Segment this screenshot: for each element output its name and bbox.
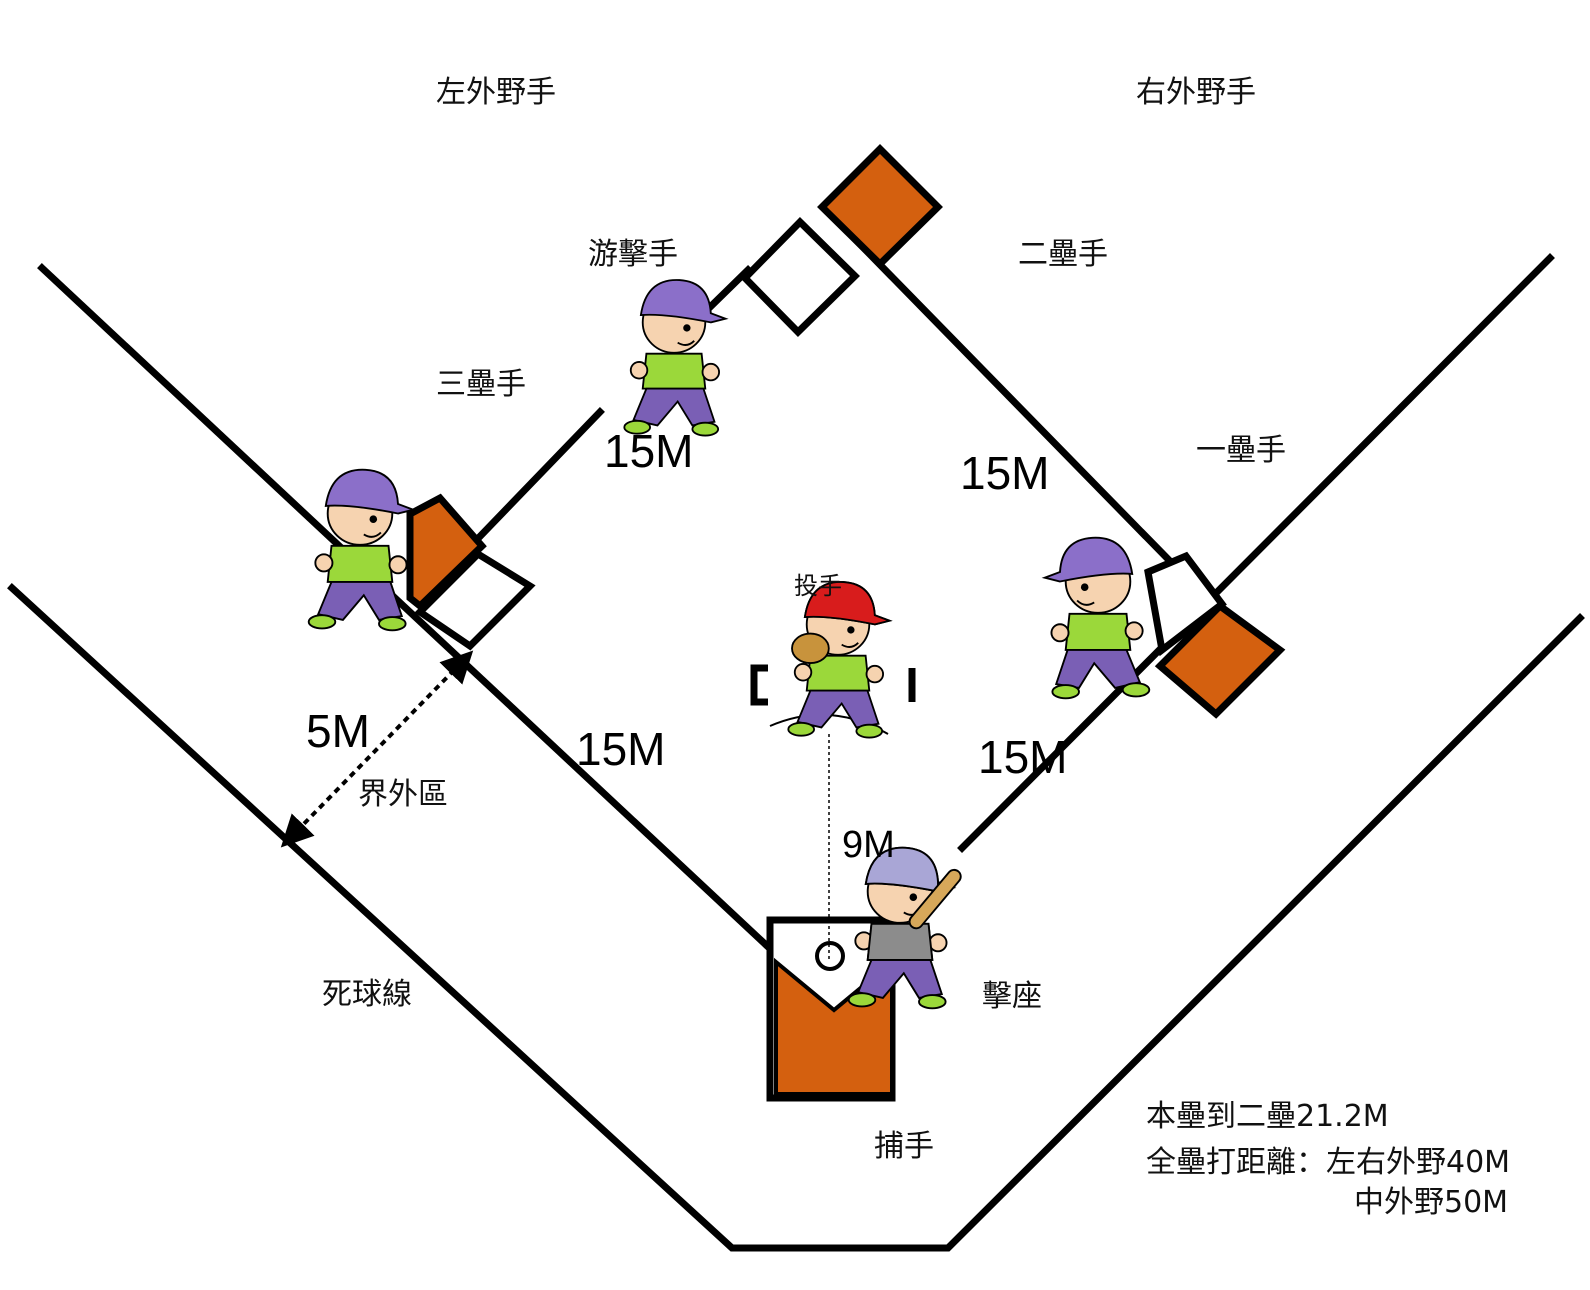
distance-first-second: 15M <box>960 447 1050 499</box>
first-base <box>1144 551 1286 719</box>
note-home-run-distance: 全壘打距離：左右外野40M <box>1146 1145 1511 1180</box>
second-baseman-label: 二壘手 <box>1018 237 1108 272</box>
batter-box-label: 擊座 <box>982 979 1042 1014</box>
right-fielder-label: 右外野手 <box>1136 75 1256 110</box>
basepath-third-second <box>457 407 605 560</box>
double-arrow-icon <box>280 650 474 848</box>
foul-zone-label: 界外區 <box>358 777 448 812</box>
third-baseman-player-icon <box>307 468 415 632</box>
second-base <box>740 144 943 337</box>
first-baseman-label: 一壘手 <box>1196 433 1286 468</box>
third-baseman-label: 三壘手 <box>436 367 526 402</box>
left-fielder-label: 左外野手 <box>436 75 556 110</box>
batter-player-icon <box>847 846 962 1010</box>
distance-pitch: 9M <box>842 824 895 866</box>
first-baseman-player-icon <box>1043 536 1151 700</box>
dead-ball-line-label: 死球線 <box>322 977 412 1012</box>
pitcher-player-icon <box>787 581 893 739</box>
third-base <box>406 493 536 651</box>
pitcher-label: 投手 <box>794 572 842 600</box>
distance-home-third: 15M <box>576 723 666 775</box>
basepath-short-second <box>700 265 753 317</box>
left-foul-line <box>37 263 785 963</box>
distance-home-first: 15M <box>978 731 1068 783</box>
shortstop-label: 游擊手 <box>588 237 678 272</box>
catcher-label: 捕手 <box>874 1129 934 1164</box>
note-center-field-distance: 中外野50M <box>1354 1185 1509 1220</box>
distance-foul-zone: 5M <box>306 705 370 757</box>
distance-third-second: 15M <box>604 425 694 477</box>
right-foul-line <box>957 253 1555 853</box>
basepath-second-first <box>843 227 1213 605</box>
dead-ball-line <box>7 583 1585 1252</box>
note-home-to-second: 本壘到二壘21.2M <box>1146 1099 1389 1134</box>
dead-ball-lines <box>7 227 1585 1252</box>
